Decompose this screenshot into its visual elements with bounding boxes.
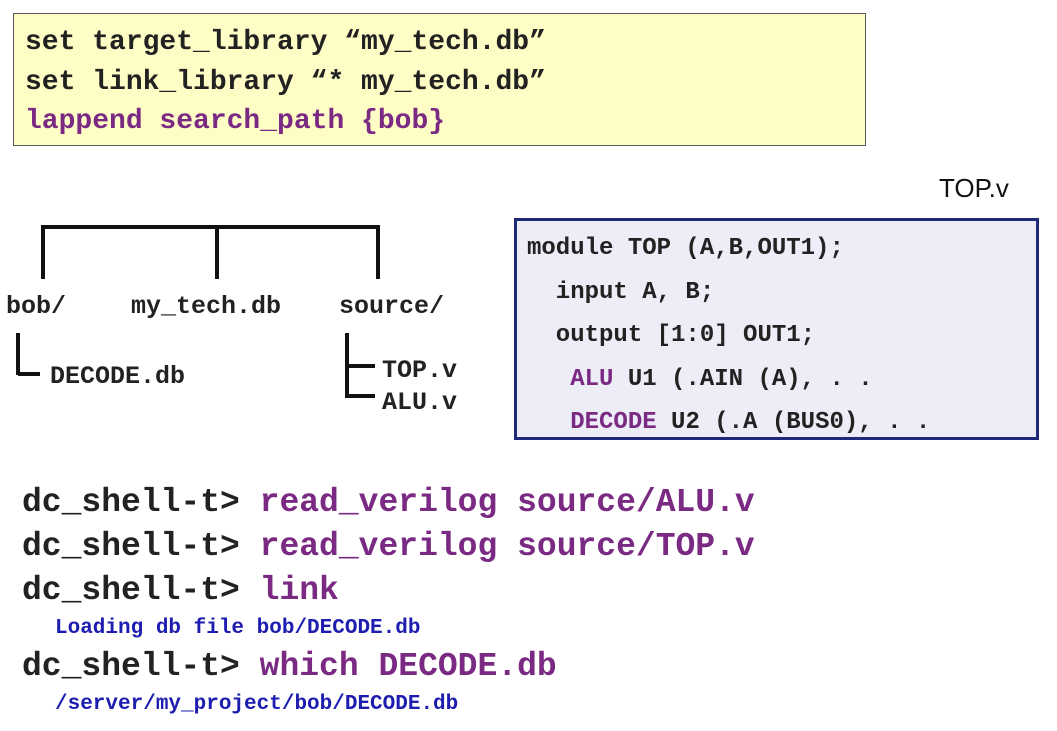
code-text: module TOP (A,B,OUT1); [527,235,844,262]
file-label: TOP.v [939,173,1009,203]
verilog-code-box: module TOP (A,B,OUT1); input A, B; outpu… [514,218,1039,440]
tree-item-decode-db: DECODE.db [50,362,186,391]
shell-prompt: dc_shell-t> [22,572,260,609]
shell-command: which DECODE.db [259,648,557,685]
code-keyword: ALU [570,365,614,393]
shell-prompt: dc_shell-t> [22,484,260,521]
tree-item-source: source/ [339,292,445,321]
code-text: output [1:0] OUT1; [527,322,816,349]
config-line-link-library: set link_library “* my_tech.db” [25,66,546,98]
shell-prompt: dc_shell-t> [22,648,260,685]
shell-command-line: dc_shell-t> read_verilog source/TOP.v [22,525,755,569]
config-box: set target_library “my_tech.db” set link… [13,13,866,146]
shell-output: /server/my_project/bob/DECODE.db [55,693,459,716]
shell-prompt: dc_shell-t> [22,528,260,565]
code-line: ALU U1 (.AIN (A), . . [527,358,1036,402]
code-line: input A, B; [527,271,1036,315]
shell-command-line: dc_shell-t> link [22,569,755,613]
tree-item-bob: bob/ [6,292,67,321]
shell-command: read_verilog source/ALU.v [259,484,755,521]
tree-item-my-tech-db: my_tech.db [131,292,282,321]
config-line-search-path: lappend search_path {bob} [25,106,446,137]
shell-command-line: dc_shell-t> read_verilog source/ALU.v [22,481,755,525]
shell-output: Loading db file bob/DECODE.db [55,617,421,640]
directory-tree-lines [16,225,380,398]
tree-item-alu-v: ALU.v [382,388,458,417]
tree-item-top-v: TOP.v [382,356,458,385]
code-line: output [1:0] OUT1; [527,314,1036,358]
code-line: module TOP (A,B,OUT1); [527,227,1036,271]
shell-command: link [259,572,339,609]
code-text: input A, B; [527,278,715,306]
shell-command: read_verilog source/TOP.v [259,528,755,565]
code-text: U1 (.AIN (A), . . [613,365,873,393]
code-keyword: DECODE [570,409,657,436]
shell-session: dc_shell-t> read_verilog source/ALU.v dc… [22,481,755,721]
code-line: DECODE U2 (.A (BUS0), . . [527,401,1036,445]
config-line-target-library: set target_library “my_tech.db” [25,27,546,58]
code-text: U2 (.A (BUS0), . . [656,409,931,436]
shell-command-line: dc_shell-t> which DECODE.db [22,645,755,689]
